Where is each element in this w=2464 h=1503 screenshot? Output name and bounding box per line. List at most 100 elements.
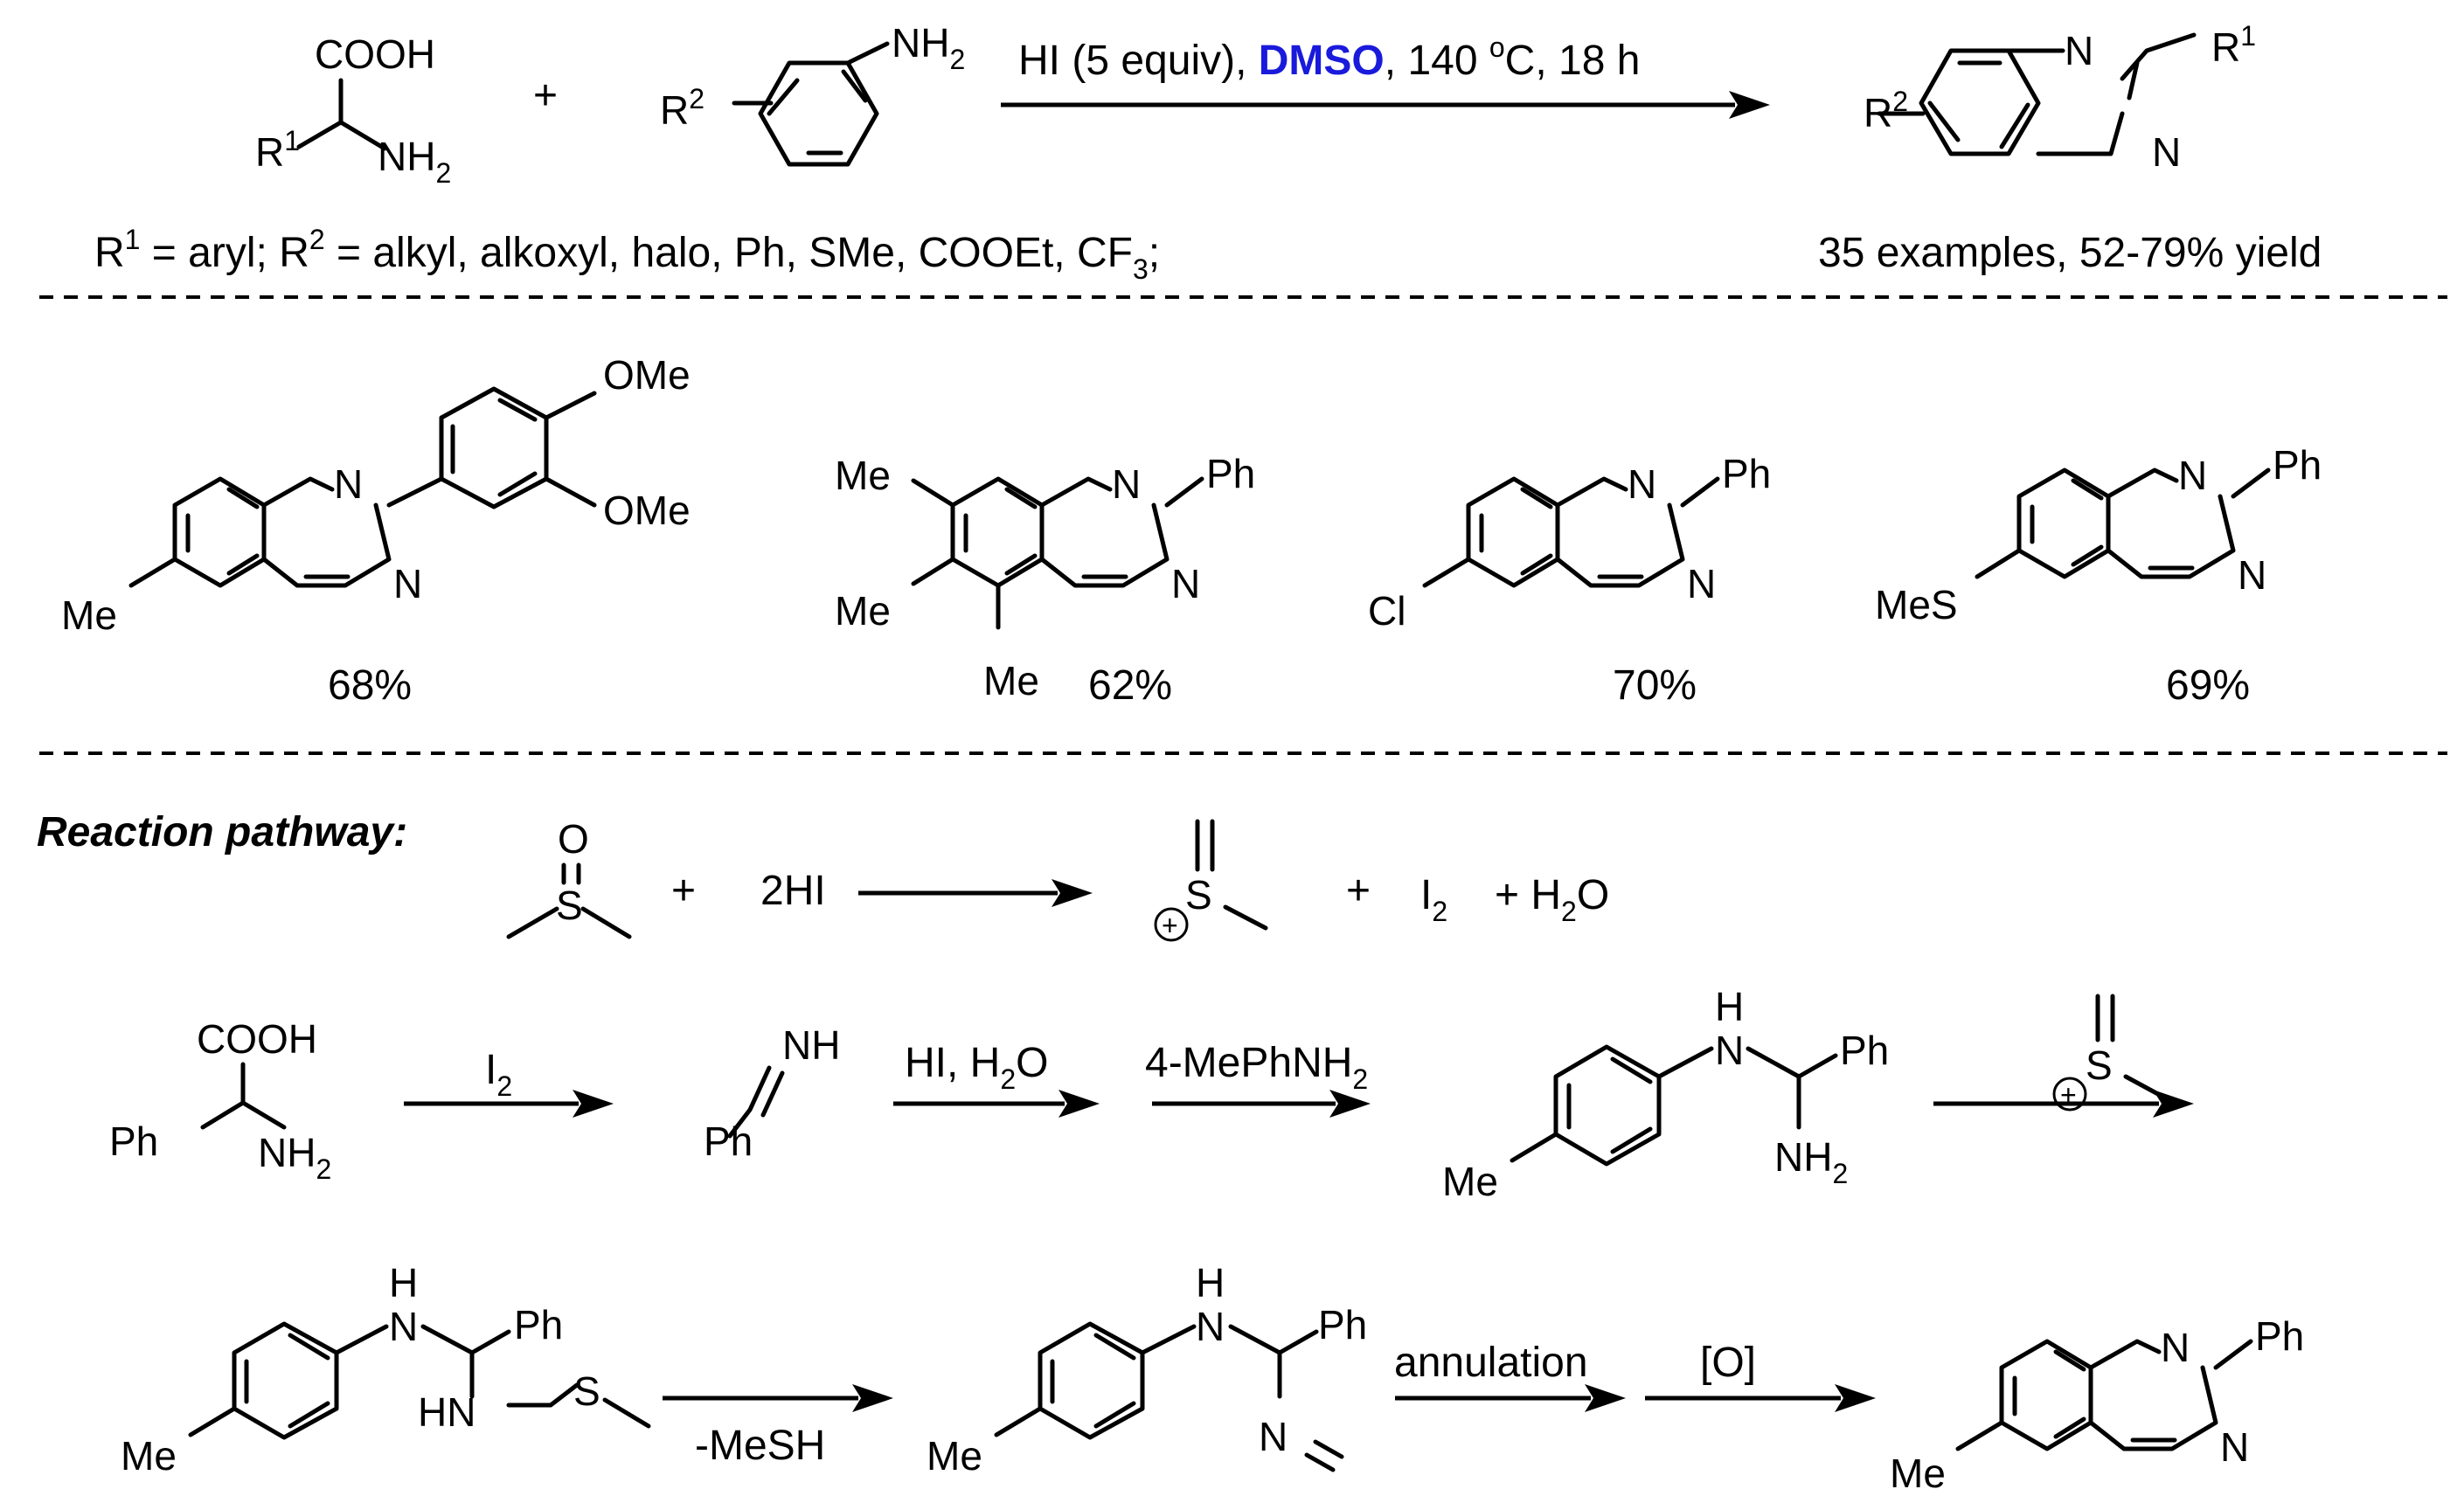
example2-ph-label: Ph [1206,451,1255,496]
step6-reagent: annulation [1394,1340,1588,1386]
example1-ome-bottom: OMe [603,488,691,533]
step1-reagent: I [485,1047,496,1093]
example4-n-top: N [2178,453,2207,498]
eq1-plus1: + [671,868,696,914]
phenylglycine-ph: Ph [109,1119,158,1164]
svg-text:R2: R2 [660,83,704,133]
amine-label: NH [378,134,435,179]
product-r1-label: R [2211,24,2240,70]
thio-ph: Ph [514,1302,563,1347]
svg-text:NH2: NH2 [1774,1134,1848,1189]
reactant-aniline: NH2 R2 [660,20,965,167]
svg-text:NH2: NH2 [378,134,451,189]
eq1-reagent: 2HI [760,868,826,914]
amine1-me: Me [1442,1159,1498,1204]
imine2-n: N [1196,1304,1225,1349]
product-quinazoline: N N R1 R2 [1864,20,2256,175]
svg-text:R1: R1 [255,125,300,175]
example1-ome-top: OMe [603,352,691,398]
amine1-h: H [1715,984,1744,1029]
step3-reagent: 4-MePhNH [1145,1040,1352,1086]
example2-n-top: N [1112,461,1141,507]
r2-superscript: 2 [689,83,704,114]
conditions-text: HI (5 equiv), DMSO, 140 oC, 18 h [1018,31,1640,84]
reactant-amino-acid: COOH R1 NH2 [255,31,451,189]
imine2-ph: Ph [1318,1302,1367,1347]
sulfonium-s-label: S [1185,872,1212,918]
substituent-scope: R1 = aryl; R2 = alkyl, alkoxyl, halo, Ph… [94,224,1160,285]
imine2-n-lower: N [1259,1414,1288,1459]
main-arrow: HI (5 equiv), DMSO, 140 oC, 18 h [1001,31,1770,119]
final-n-top: N [2161,1325,2190,1370]
eq1-iodine: I [1420,872,1432,918]
example-3: N N Ph Cl 70% [1368,451,1771,709]
amine1-ph: Ph [1840,1028,1889,1073]
dmso-s-label: S [556,883,583,928]
r2-label: R [660,87,689,133]
pathway-eq1: O S + 2HI S + + I2 + H2O [506,816,1609,942]
svg-text:R2: R2 [1864,86,1908,135]
product-n-top: N [2065,28,2093,73]
pathway-row2: COOH Ph NH2 I2 NH Ph HI, H2O 4-MePhNH2 H… [109,984,2194,1204]
pathway-title: Reaction pathway: [37,809,407,855]
example4-mes-label: MeS [1875,582,1958,627]
thio-me: Me [121,1433,177,1479]
example3-cl-label: Cl [1368,588,1406,634]
product-r2-superscript: 2 [1892,86,1908,117]
example1-yield: 68% [328,662,412,709]
example-1: N N Me OMe OMe 68% [61,352,691,709]
product-n-bottom: N [2152,129,2181,175]
eq1-water: + H [1495,872,1561,918]
example4-n-bottom: N [2238,552,2266,598]
phenylglycine-acid: COOH [197,1016,317,1062]
product-r1-superscript: 1 [2240,20,2256,52]
step5-reagent: -MeSH [695,1423,825,1469]
example4-yield: 69% [2166,662,2250,709]
example-4: N N Ph MeS 69% [1875,442,2322,709]
product-r2-label: R [1864,90,1892,135]
dmso-o-label: O [558,816,589,862]
thio-n: N [389,1304,418,1349]
example2-me-bottom: Me [983,658,1039,703]
imine-ph: Ph [704,1119,753,1164]
plus-sign: + [533,73,558,119]
eq1-plus2: + [1346,868,1371,914]
example2-me-middle: Me [835,588,891,634]
r1-superscript: 1 [284,125,300,156]
final-ph: Ph [2255,1313,2304,1359]
svg-text:NH2: NH2 [892,20,965,75]
example3-ph-label: Ph [1722,451,1771,496]
sulfonium-charge: + [1162,910,1178,941]
sulfonium2-s: S [2086,1042,2113,1088]
acid-label: COOH [315,31,435,77]
svg-text:I2: I2 [485,1047,512,1102]
sulfonium2-charge: + [2060,1079,2077,1111]
example3-n-bottom: N [1687,561,1716,606]
svg-text:HI, H2O: HI, H2O [905,1040,1048,1095]
example-2: N N Ph Me Me Me 62% [835,451,1255,709]
phenylglycine-nh: NH [258,1130,316,1175]
example4-ph-label: Ph [2273,442,2322,488]
imine2-me: Me [927,1433,982,1479]
imine2-h: H [1196,1260,1225,1306]
thio-s: S [573,1368,600,1414]
svg-text:NH2: NH2 [258,1130,331,1185]
svg-text:+ H2O: + H2O [1495,872,1609,927]
svg-text:I2: I2 [1420,872,1447,927]
amine-subscript: 2 [435,157,451,189]
example3-yield: 70% [1613,662,1697,709]
solvent-dmso: DMSO [1259,38,1385,84]
scope-summary: 35 examples, 52-79% yield [1818,230,2322,276]
final-n-bottom: N [2220,1424,2249,1470]
aniline-nh-subscript: 2 [949,44,965,75]
example2-n-bottom: N [1171,561,1200,606]
r1-label: R [255,129,284,175]
final-me: Me [1890,1451,1946,1496]
example3-n-top: N [1628,461,1656,507]
example2-yield: 62% [1088,662,1172,709]
imine-nh: NH [782,1022,840,1068]
example1-n-bottom: N [393,561,422,606]
step7-reagent: [O] [1700,1340,1756,1386]
example2-me-top: Me [835,453,891,498]
